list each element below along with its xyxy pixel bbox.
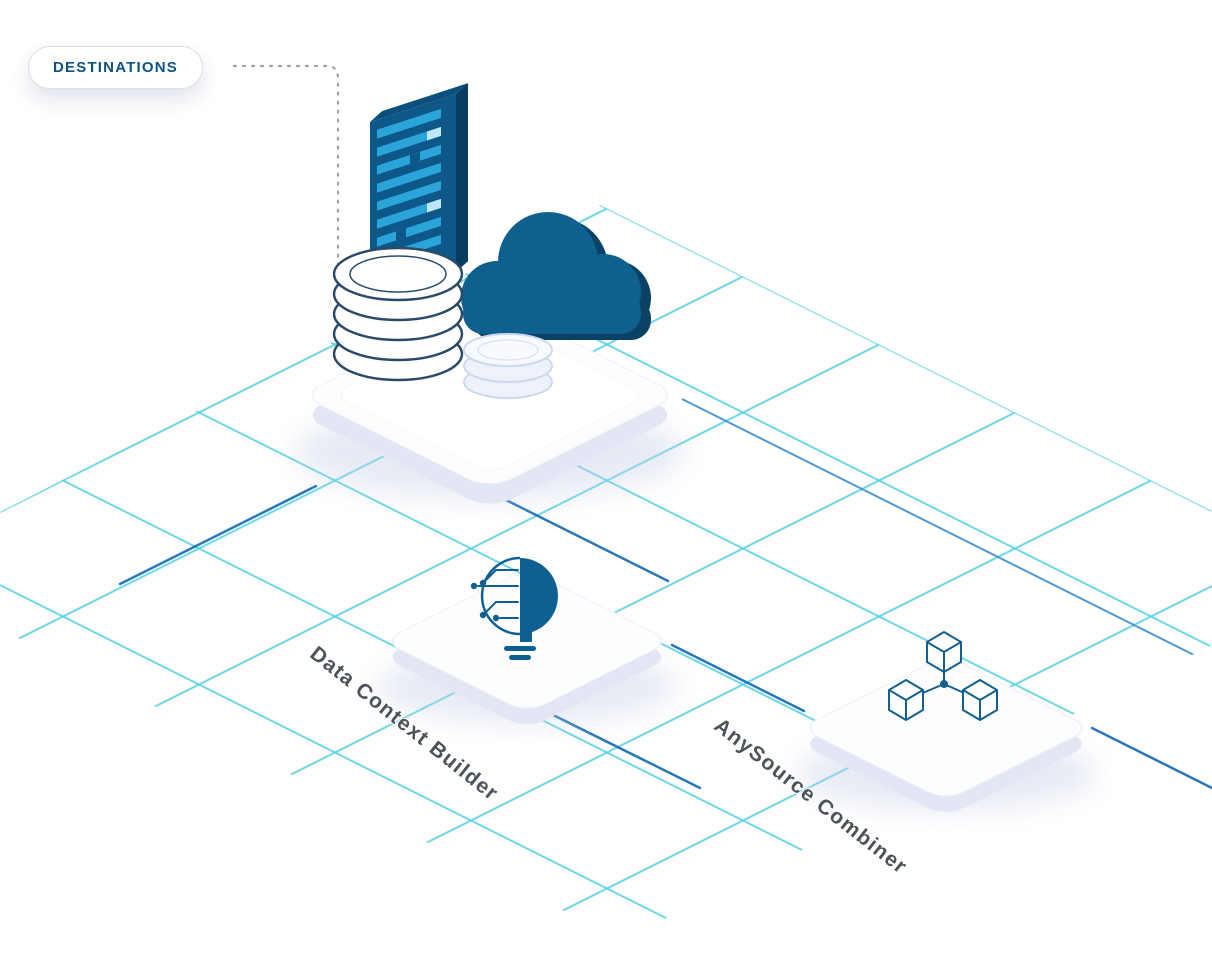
coins-icon [332,246,464,382]
grid-line [0,205,1212,513]
database-icon [463,333,553,399]
anysource-combiner-platform [796,659,1096,812]
cube-network-icon [888,631,998,721]
idea-circuit-icon [470,556,558,660]
destinations-badge: DESTINATIONS [28,46,203,89]
grid-line [0,449,1212,940]
connector-line [1090,726,1212,790]
connector-line [670,643,806,713]
cloud-icon [461,212,651,340]
connector-line [118,484,318,586]
grid-line-highlight [681,398,1212,665]
grid-line [0,205,1212,649]
connector-line [488,490,670,583]
badge-dashed-connector [232,64,340,294]
